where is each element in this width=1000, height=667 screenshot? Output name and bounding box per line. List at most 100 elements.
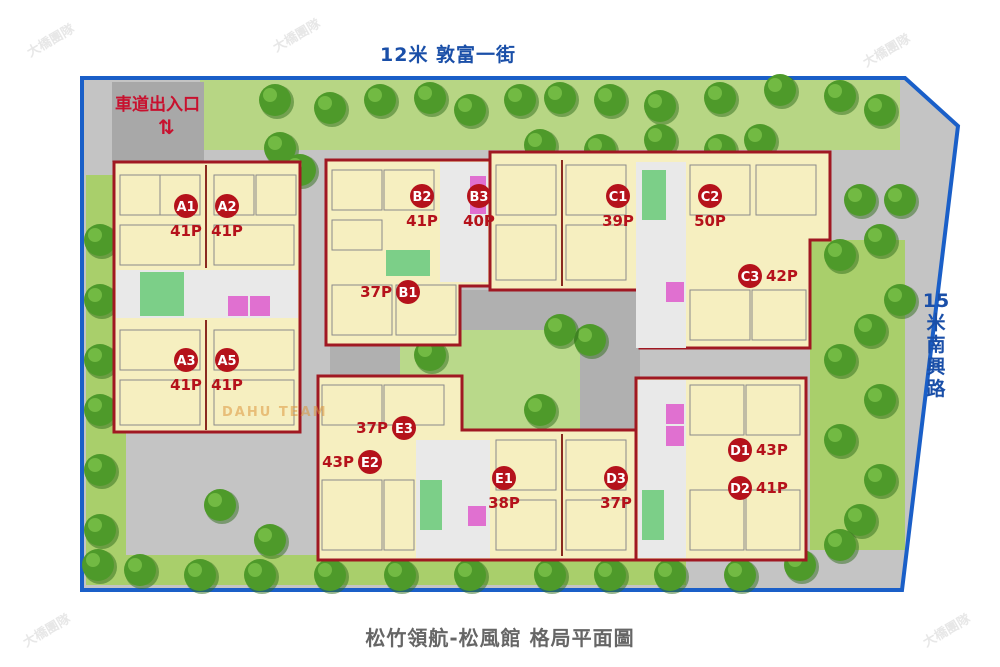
tree-icon — [724, 559, 759, 594]
unit-id: C2 — [701, 190, 720, 205]
tree-icon — [544, 314, 579, 349]
tree-icon — [254, 524, 289, 559]
unit-label-d2: D2 41P — [728, 476, 788, 500]
tree-icon — [364, 84, 399, 119]
unit-size: 41P — [211, 222, 243, 240]
tree-icon — [524, 394, 559, 429]
unit-badge — [174, 194, 198, 218]
tree-icon — [314, 559, 349, 594]
tree-icon — [184, 559, 219, 594]
tree-icon — [824, 80, 859, 115]
street-right-char: 米 — [926, 312, 946, 334]
unit-badge — [392, 416, 416, 440]
unit-badge — [698, 184, 722, 208]
unit-size: 41P — [170, 222, 202, 240]
unit-badge — [728, 438, 752, 462]
unit-size: 37P — [360, 283, 392, 301]
unit-id: D3 — [606, 472, 626, 487]
street-right-char: 15 — [922, 290, 950, 312]
unit-id: A2 — [217, 200, 236, 215]
unit-badge — [396, 280, 420, 304]
tree-icon — [864, 464, 899, 499]
unit-id: E3 — [395, 422, 413, 437]
tree-icon — [844, 504, 879, 539]
unit-size: 41P — [756, 479, 788, 497]
tree-icon — [824, 344, 859, 379]
tree-icon — [654, 559, 689, 594]
tree-icon — [824, 529, 859, 564]
tree-icon — [314, 92, 349, 127]
unit-label-e2: 43P E2 — [322, 450, 382, 474]
building-d — [634, 376, 808, 562]
tree-icon — [82, 549, 117, 584]
tree-icon — [644, 90, 679, 125]
street-right-char: 路 — [926, 378, 946, 400]
tree-icon — [574, 324, 609, 359]
tree-icon — [454, 559, 489, 594]
plan-caption: 松竹領航-松風館 格局平面圖 — [365, 626, 635, 650]
tree-icon — [594, 84, 629, 119]
driveway — [112, 82, 204, 162]
tree-icon — [84, 344, 119, 379]
unit-badge — [492, 466, 516, 490]
tree-icon — [864, 384, 899, 419]
unit-id: E1 — [495, 472, 513, 487]
tree-icon — [884, 284, 919, 319]
trees — [82, 74, 919, 594]
tree-icon — [594, 559, 629, 594]
unit-id: D2 — [730, 482, 750, 497]
tree-icon — [204, 489, 239, 524]
tree-icon — [124, 554, 159, 589]
unit-size: 42P — [766, 267, 798, 285]
tree-icon — [844, 184, 879, 219]
unit-badge — [606, 184, 630, 208]
unit-id: B3 — [470, 190, 489, 205]
driveway-entrance-label: 車道出入口 — [115, 95, 200, 115]
watermark-logo: DAHU TEAM — [222, 405, 328, 420]
building-c — [488, 150, 832, 350]
unit-size: 37P — [356, 419, 388, 437]
tree-icon — [824, 424, 859, 459]
building-b — [324, 158, 492, 347]
tree-icon — [84, 284, 119, 319]
tree-icon — [84, 394, 119, 429]
tree-icon — [384, 559, 419, 594]
tree-icon — [504, 84, 539, 119]
unit-size: 43P — [756, 441, 788, 459]
unit-id: E2 — [361, 456, 379, 471]
unit-id: A5 — [217, 354, 236, 369]
tree-icon — [84, 514, 119, 549]
unit-badge — [604, 466, 628, 490]
site-boundary — [80, 76, 961, 592]
tree-icon — [84, 454, 119, 489]
tree-icon — [84, 224, 119, 259]
tree-icon — [414, 82, 449, 117]
interior-walls — [119, 164, 817, 551]
unit-size: 37P — [600, 494, 632, 512]
tree-icon — [414, 339, 449, 374]
tree-icon — [704, 82, 739, 117]
unit-badge — [410, 184, 434, 208]
unit-size: 38P — [488, 494, 520, 512]
street-right-char: 南 — [926, 334, 946, 356]
unit-badge — [174, 348, 198, 372]
tree-icon — [244, 559, 279, 594]
unit-size: 41P — [211, 376, 243, 394]
unit-id: C1 — [609, 190, 628, 205]
street-right-char: 興 — [926, 356, 946, 378]
unit-size: 43P — [322, 453, 354, 471]
